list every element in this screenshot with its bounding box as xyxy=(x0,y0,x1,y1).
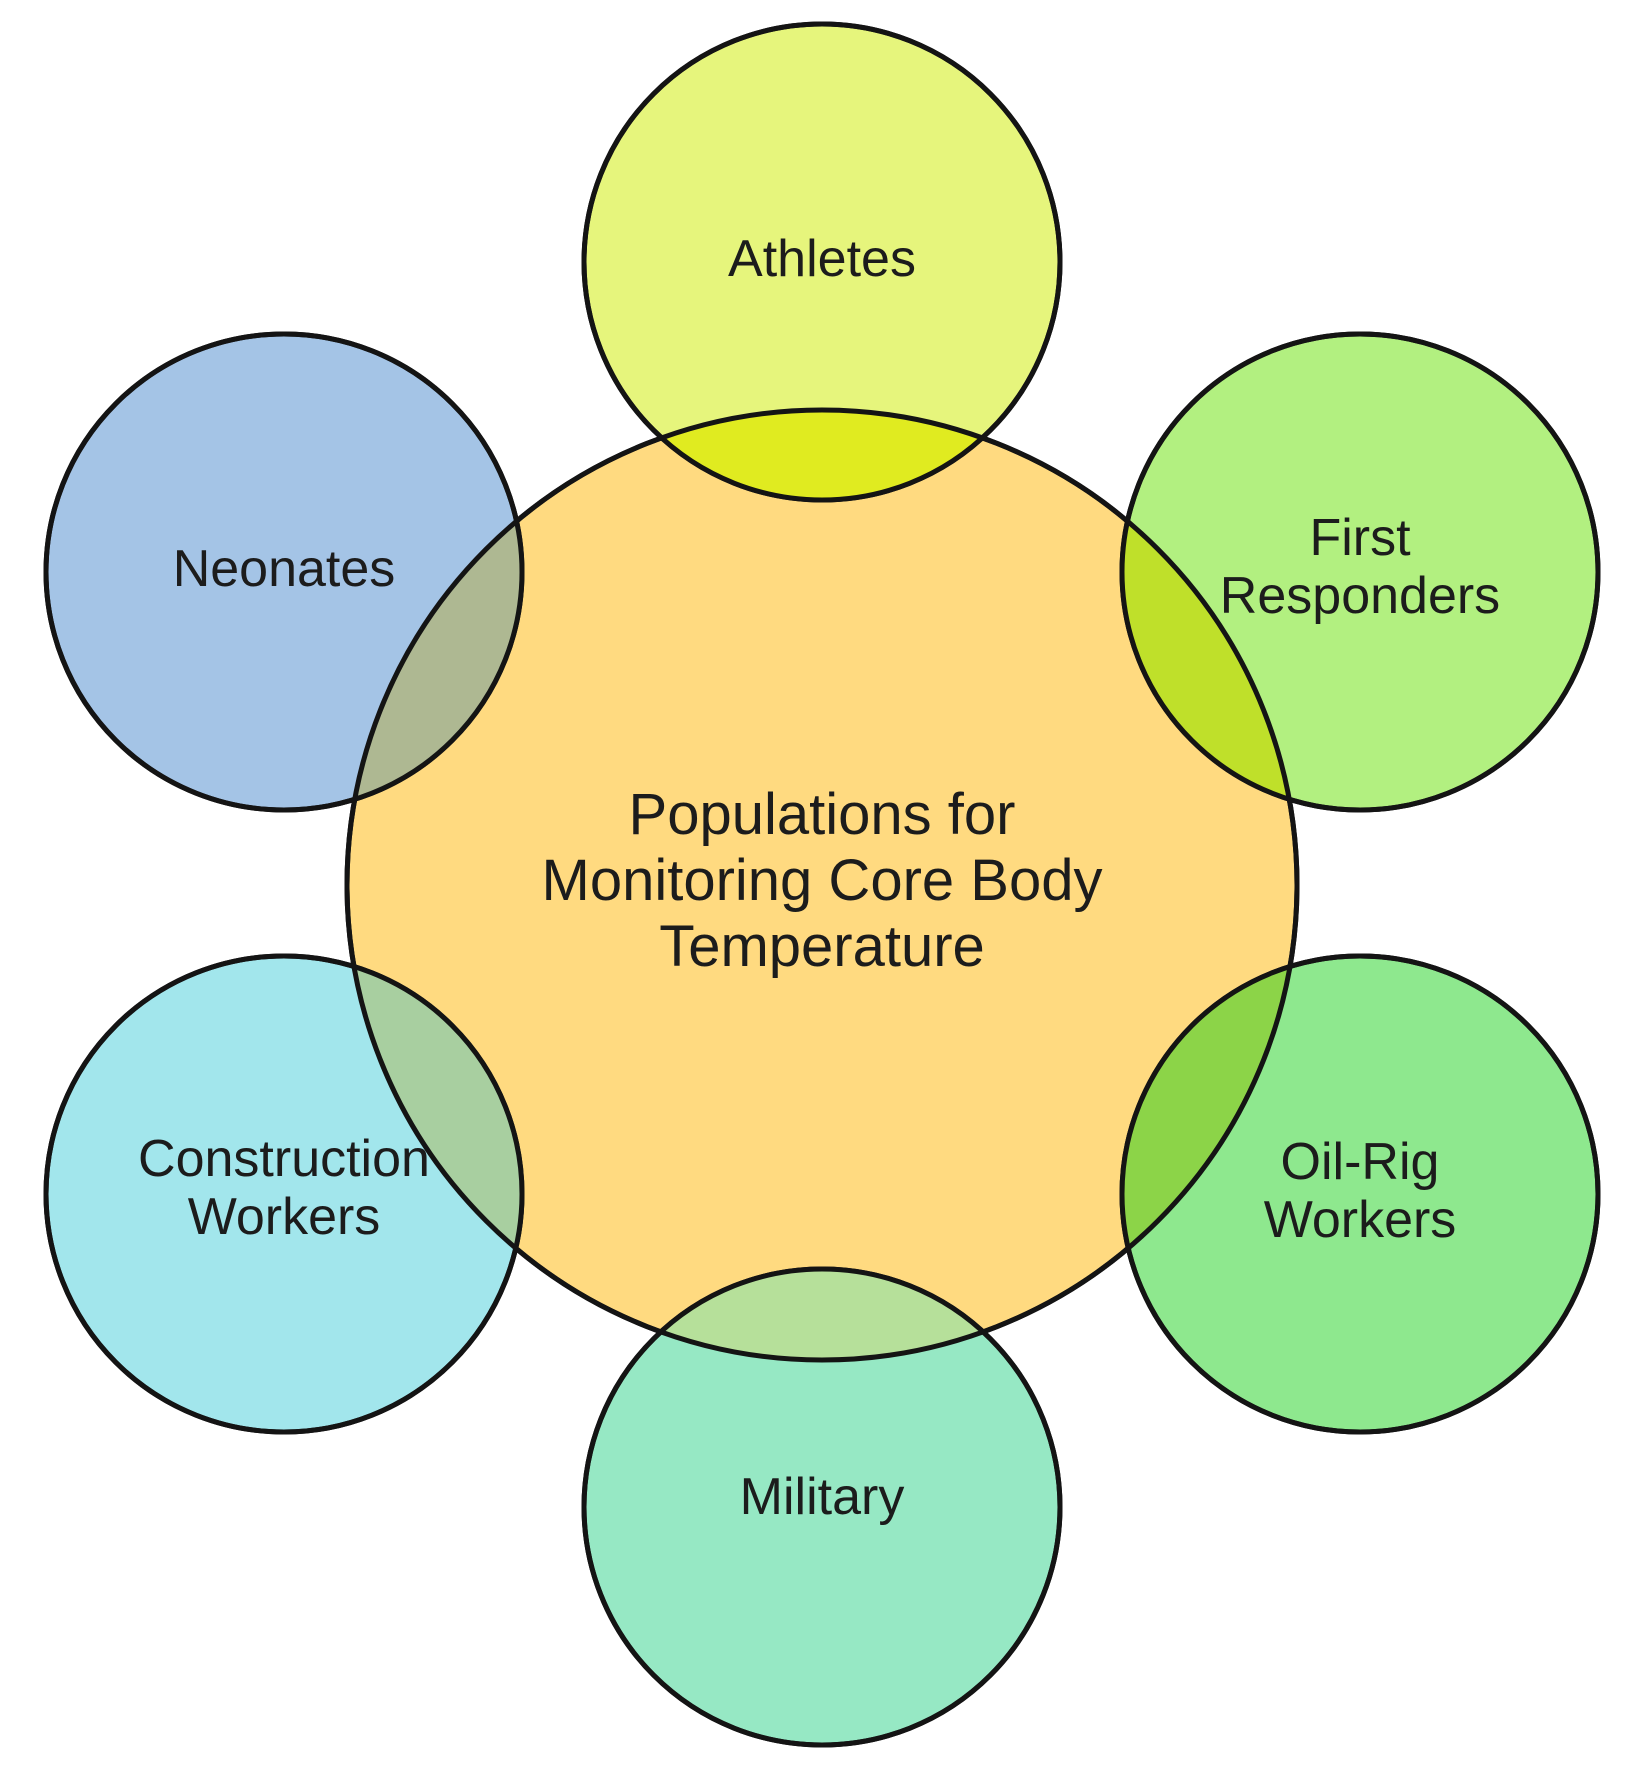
athletes-label: Athletes xyxy=(728,230,916,288)
first-responders-circle-outline xyxy=(1119,331,1601,813)
center-label-line: Temperature xyxy=(659,914,985,979)
athletes-label-line: Athletes xyxy=(728,230,916,288)
construction-workers-circle-outline xyxy=(43,953,525,1435)
satellite-group xyxy=(43,21,1601,1748)
construction-workers-label-line: Workers xyxy=(188,1188,381,1246)
oil-rig-workers-circle-outline xyxy=(1119,953,1601,1435)
neonates-circle-outline xyxy=(43,331,525,813)
center-label-line: Monitoring Core Body xyxy=(542,848,1103,913)
outline-group xyxy=(43,21,1601,1748)
neonates-label: Neonates xyxy=(173,540,396,598)
oil-rig-workers-label-line: Workers xyxy=(1264,1191,1457,1249)
military-circle-outline xyxy=(581,1266,1063,1748)
center-circle-outline xyxy=(344,407,1300,1363)
military-label: Military xyxy=(740,1468,905,1526)
athletes-circle-outline xyxy=(581,21,1063,503)
neonates-label-line: Neonates xyxy=(173,540,396,598)
first-responders-label-line: Responders xyxy=(1220,567,1500,625)
center-label-line: Populations for xyxy=(629,782,1016,847)
first-responders-label-line: First xyxy=(1309,509,1411,567)
military-label-line: Military xyxy=(740,1468,905,1526)
oil-rig-workers-label-line: Oil-Rig xyxy=(1281,1133,1440,1191)
construction-workers-label-line: Construction xyxy=(138,1130,430,1188)
